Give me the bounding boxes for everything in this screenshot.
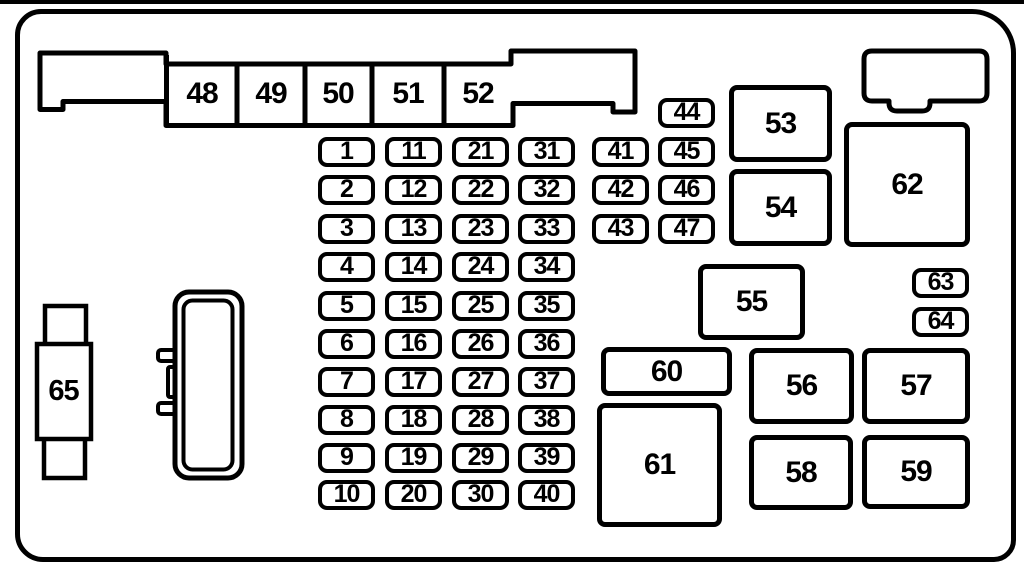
- fuse-64: 64: [912, 307, 969, 337]
- fuse-25: 25: [452, 291, 509, 321]
- side-connector: [156, 289, 245, 481]
- side-connector-body: [172, 289, 245, 481]
- fuse-7: 7: [318, 367, 375, 397]
- box-57: 57: [862, 348, 970, 424]
- box-59: 59: [862, 435, 970, 509]
- strip-cell-52: 52: [462, 77, 494, 110]
- fuse-40: 40: [518, 480, 575, 510]
- maxi-fuse-body: [34, 341, 94, 442]
- strip-cell-51: 51: [392, 77, 424, 110]
- fuse-47: 47: [658, 214, 715, 244]
- fuse-5: 5: [318, 291, 375, 321]
- box-61: 61: [597, 403, 722, 527]
- box-56: 56: [749, 348, 854, 424]
- fuse-63: 63: [912, 268, 969, 298]
- box-58: 58: [749, 435, 853, 510]
- fuse-31: 31: [518, 137, 575, 167]
- strip-cell-50: 50: [322, 77, 354, 110]
- fuse-22: 22: [452, 175, 509, 205]
- fuse-37: 37: [518, 367, 575, 397]
- fuse-10: 10: [318, 480, 375, 510]
- fuse-34: 34: [518, 252, 575, 282]
- top-edge-line: [0, 0, 1024, 4]
- maxi-fuse-bottom-cap: [41, 435, 88, 481]
- box-62: 62: [844, 122, 970, 247]
- box-55: 55: [698, 264, 805, 340]
- box-54: 54: [729, 169, 832, 246]
- maxi-fuse-shape: [34, 303, 94, 481]
- fuse-36: 36: [518, 329, 575, 359]
- fuse-box-outline: [15, 9, 1016, 562]
- fuse-13: 13: [385, 214, 442, 244]
- fuse-44: 44: [658, 98, 715, 128]
- fuse-15: 15: [385, 291, 442, 321]
- strip-cell-48: 48: [186, 77, 218, 110]
- top-right-connector: [861, 48, 990, 114]
- fuse-1: 1: [318, 137, 375, 167]
- fuse-42: 42: [592, 175, 649, 205]
- fuse-26: 26: [452, 329, 509, 359]
- side-connector-inner: [181, 298, 235, 472]
- fuse-32: 32: [518, 175, 575, 205]
- fuse-46: 46: [658, 175, 715, 205]
- fuse-28: 28: [452, 405, 509, 435]
- strip-cell-49: 49: [255, 77, 287, 110]
- fuse-27: 27: [452, 367, 509, 397]
- fuse-9: 9: [318, 443, 375, 473]
- maxi-fuse-top-cap: [42, 303, 89, 349]
- fuse-16: 16: [385, 329, 442, 359]
- strip-cell-dividers: [164, 55, 447, 123]
- fuse-20: 20: [385, 480, 442, 510]
- fuse-11: 11: [385, 137, 442, 167]
- fuse-17: 17: [385, 367, 442, 397]
- fuse-45: 45: [658, 137, 715, 167]
- fuse-18: 18: [385, 405, 442, 435]
- fuse-30: 30: [452, 480, 509, 510]
- box-60: 60: [601, 347, 732, 396]
- top-connector-strip: [37, 48, 638, 128]
- fuse-4: 4: [318, 252, 375, 282]
- fuse-38: 38: [518, 405, 575, 435]
- fuse-2: 2: [318, 175, 375, 205]
- fuse-24: 24: [452, 252, 509, 282]
- fuse-23: 23: [452, 214, 509, 244]
- fuse-21: 21: [452, 137, 509, 167]
- fuse-12: 12: [385, 175, 442, 205]
- box-53: 53: [729, 85, 832, 162]
- fuse-39: 39: [518, 443, 575, 473]
- fuse-29: 29: [452, 443, 509, 473]
- fuse-41: 41: [592, 137, 649, 167]
- fuse-14: 14: [385, 252, 442, 282]
- fuse-19: 19: [385, 443, 442, 473]
- fuse-6: 6: [318, 329, 375, 359]
- maxi-fuse-label: 65: [48, 374, 79, 407]
- fuse-43: 43: [592, 214, 649, 244]
- fuse-35: 35: [518, 291, 575, 321]
- fuse-3: 3: [318, 214, 375, 244]
- fuse-8: 8: [318, 405, 375, 435]
- fuse-33: 33: [518, 214, 575, 244]
